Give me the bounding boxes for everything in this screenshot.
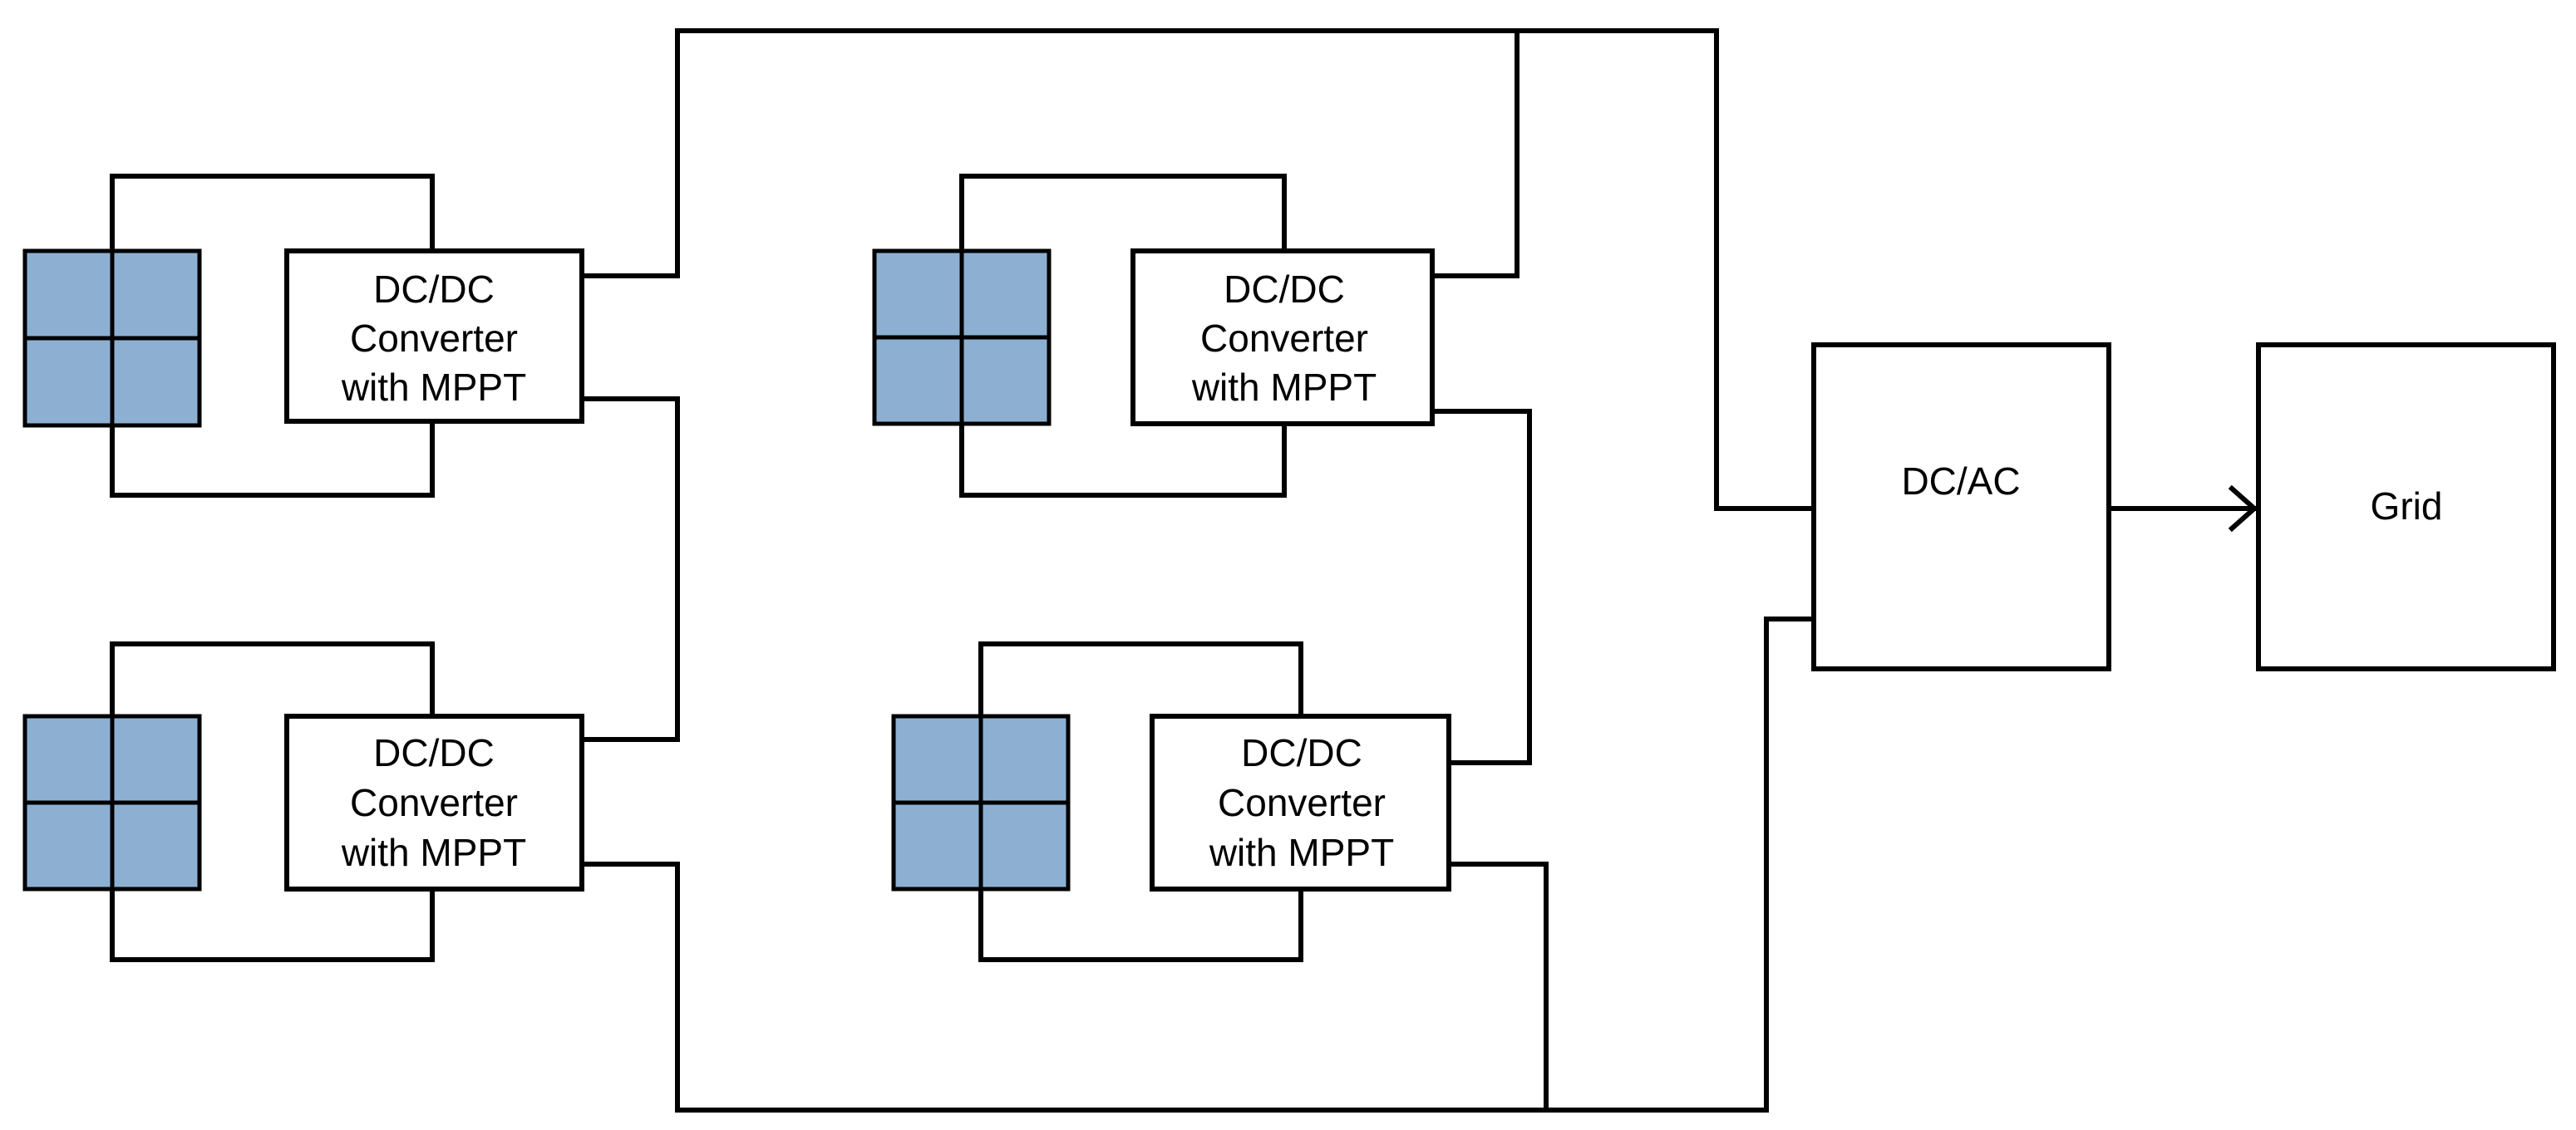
panel-loop-wire — [110, 641, 435, 962]
converter-label-line2: Converter — [350, 781, 518, 824]
top-bus-wire — [579, 28, 1816, 511]
left-series-wire — [579, 396, 680, 742]
inverter-label: DC/AC — [1901, 459, 2020, 503]
converter-label-line2: Converter — [1200, 317, 1368, 360]
pv-unit-2: DC/DC Converter with MPPT — [22, 641, 584, 962]
solar-panel-icon — [22, 248, 202, 428]
grid-block: Grid — [2256, 342, 2556, 671]
converter-label-line2: Converter — [350, 317, 518, 360]
dc-dc-converter-block: DC/DC Converter with MPPT — [1150, 714, 1451, 892]
converter-label-line1: DC/DC — [373, 731, 495, 774]
solar-panel-icon — [891, 714, 1071, 892]
converter-label-line1: DC/DC — [1241, 731, 1362, 774]
converter-label-line1: DC/DC — [1224, 268, 1345, 311]
dc-ac-inverter-block: DC/AC — [1811, 342, 2111, 671]
right-series-wire — [1430, 409, 1532, 765]
converter-label-line1: DC/DC — [373, 268, 495, 311]
panel-loop-wire — [978, 641, 1303, 962]
pv-unit-3: DC/DC Converter with MPPT — [872, 174, 1435, 498]
solar-panel-icon — [22, 714, 202, 892]
bus-wiring — [579, 28, 1816, 1113]
dc-dc-converter-block: DC/DC Converter with MPPT — [284, 714, 584, 892]
converter-label-line3: with MPPT — [1209, 831, 1394, 874]
arrow-right-icon — [2106, 484, 2258, 533]
converter-label-line3: with MPPT — [341, 366, 526, 409]
converter-label-line3: with MPPT — [341, 831, 526, 874]
bottom-bus-wire — [579, 617, 1816, 1113]
converter4-bottom-wire — [1446, 862, 1549, 1113]
pv-unit-4: DC/DC Converter with MPPT — [891, 641, 1451, 962]
grid-label: Grid — [2371, 484, 2443, 528]
dc-dc-converter-block: DC/DC Converter with MPPT — [284, 248, 584, 424]
pv-unit-1: DC/DC Converter with MPPT — [22, 174, 584, 498]
dc-dc-converter-block: DC/DC Converter with MPPT — [1130, 248, 1435, 426]
converter-label-line2: Converter — [1218, 781, 1386, 824]
converter-label-line3: with MPPT — [1191, 366, 1377, 409]
converter3-top-wire — [1430, 28, 1519, 278]
solar-panel-icon — [872, 248, 1052, 426]
panel-loop-wire — [959, 174, 1287, 498]
